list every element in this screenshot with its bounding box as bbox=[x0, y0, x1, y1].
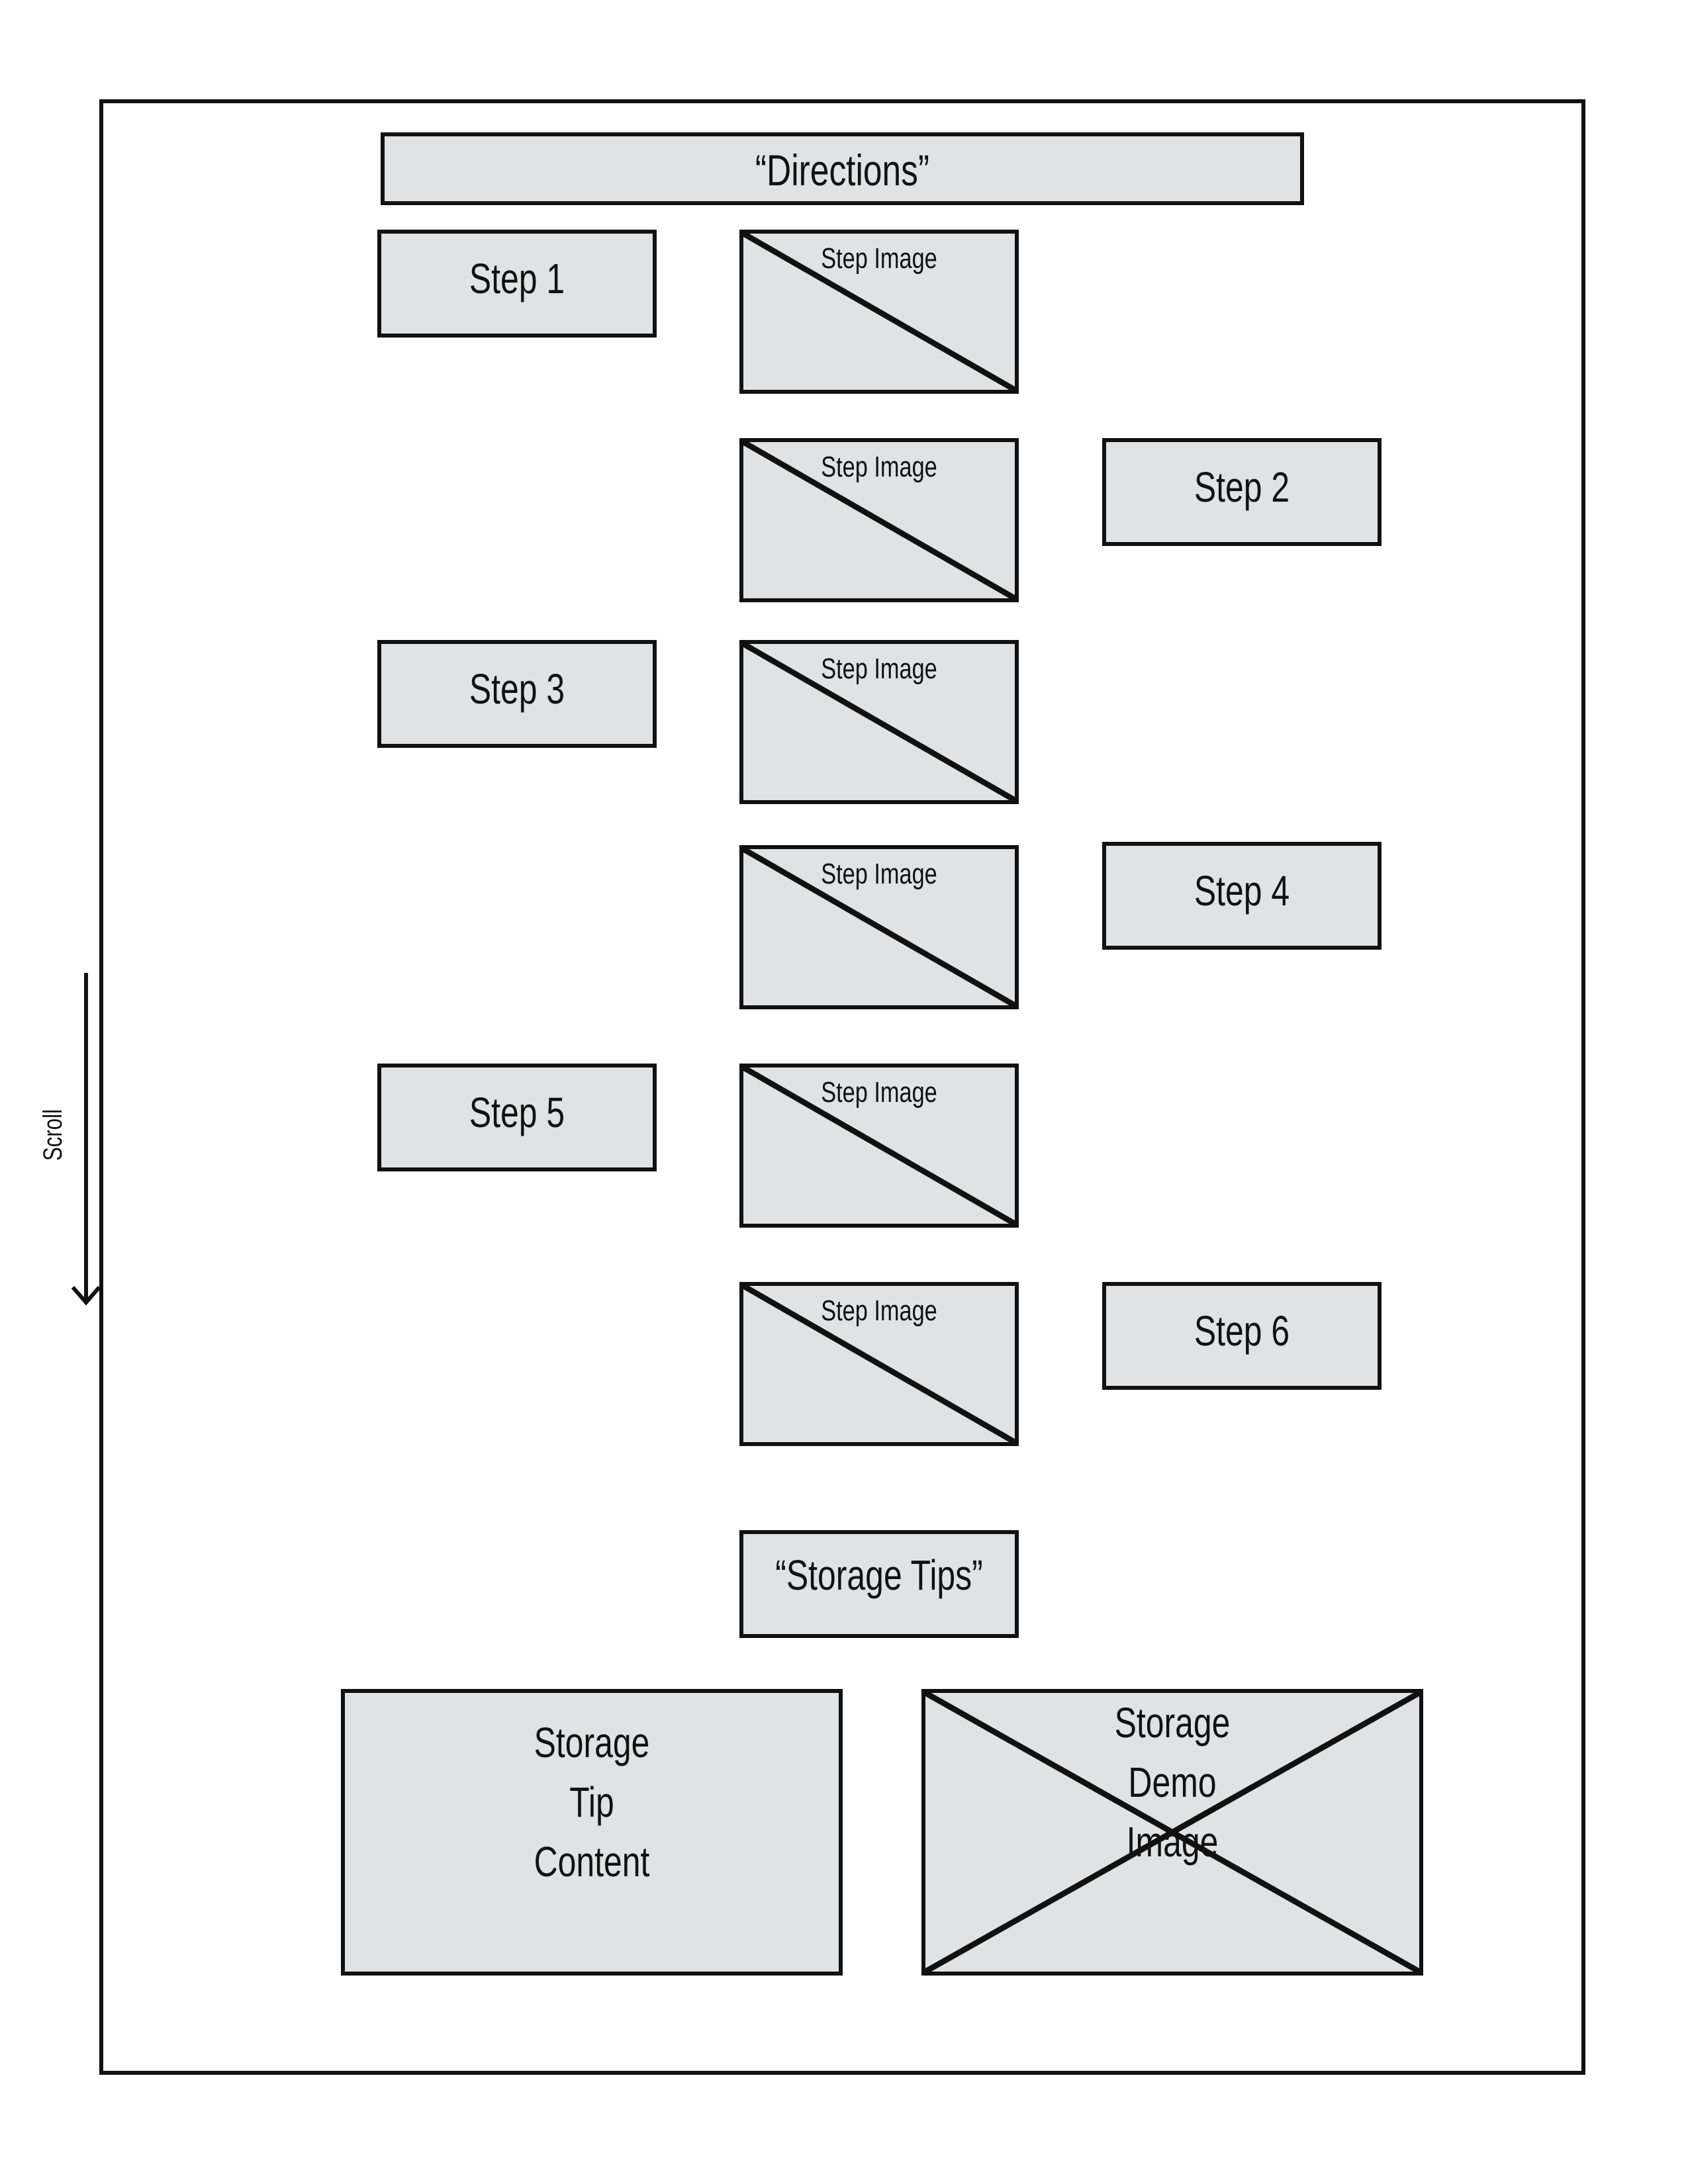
image-placeholder-icon bbox=[741, 641, 1017, 803]
image-placeholder-icon bbox=[741, 846, 1017, 1008]
step-6-label: Step 6 bbox=[1194, 1307, 1290, 1355]
step-2-box: Step 2 bbox=[1102, 438, 1382, 546]
step-1-box: Step 1 bbox=[377, 230, 657, 338]
step-1-image: Step Image bbox=[739, 230, 1019, 394]
image-placeholder-icon bbox=[741, 439, 1017, 601]
step-6-box: Step 6 bbox=[1102, 1282, 1382, 1390]
image-placeholder-icon bbox=[741, 1065, 1017, 1226]
directions-title: “Directions” bbox=[755, 146, 930, 195]
directions-title-box: “Directions” bbox=[381, 132, 1304, 205]
image-placeholder-icon bbox=[741, 1283, 1017, 1445]
step-3-image-label: Step Image bbox=[821, 653, 937, 685]
page-frame bbox=[99, 99, 1585, 2075]
step-5-image-label: Step Image bbox=[821, 1076, 937, 1109]
step-1-image-label: Step Image bbox=[821, 242, 937, 275]
step-3-box: Step 3 bbox=[377, 640, 657, 748]
step-5-box: Step 5 bbox=[377, 1064, 657, 1171]
step-3-label: Step 3 bbox=[469, 665, 565, 713]
step-4-box: Step 4 bbox=[1102, 842, 1382, 950]
image-placeholder-icon bbox=[923, 1690, 1421, 1974]
step-2-label: Step 2 bbox=[1194, 463, 1290, 511]
step-1-label: Step 1 bbox=[469, 255, 565, 302]
step-6-image-label: Step Image bbox=[821, 1295, 937, 1327]
storage-tips-heading-box: “Storage Tips” bbox=[739, 1530, 1019, 1638]
step-2-image-label: Step Image bbox=[821, 451, 937, 483]
image-placeholder-icon bbox=[741, 231, 1017, 392]
step-4-image-label: Step Image bbox=[821, 858, 937, 890]
step-2-image: Step Image bbox=[739, 438, 1019, 602]
storage-tip-content-label: Storage Tip Content bbox=[534, 1719, 650, 1886]
step-4-image: Step Image bbox=[739, 845, 1019, 1009]
storage-tips-heading: “Storage Tips” bbox=[775, 1551, 983, 1599]
scroll-indicator: Scroll bbox=[20, 973, 106, 1317]
step-3-image: Step Image bbox=[739, 640, 1019, 804]
storage-tip-content-box: Storage Tip Content bbox=[341, 1689, 843, 1976]
arrow-down-icon bbox=[71, 973, 101, 1306]
storage-demo-image: Storage Demo Image bbox=[921, 1689, 1423, 1976]
step-6-image: Step Image bbox=[739, 1282, 1019, 1446]
step-4-label: Step 4 bbox=[1194, 867, 1290, 915]
storage-demo-image-label: Storage Demo Image bbox=[1114, 1699, 1231, 1866]
step-5-image: Step Image bbox=[739, 1064, 1019, 1228]
step-5-label: Step 5 bbox=[469, 1089, 565, 1136]
